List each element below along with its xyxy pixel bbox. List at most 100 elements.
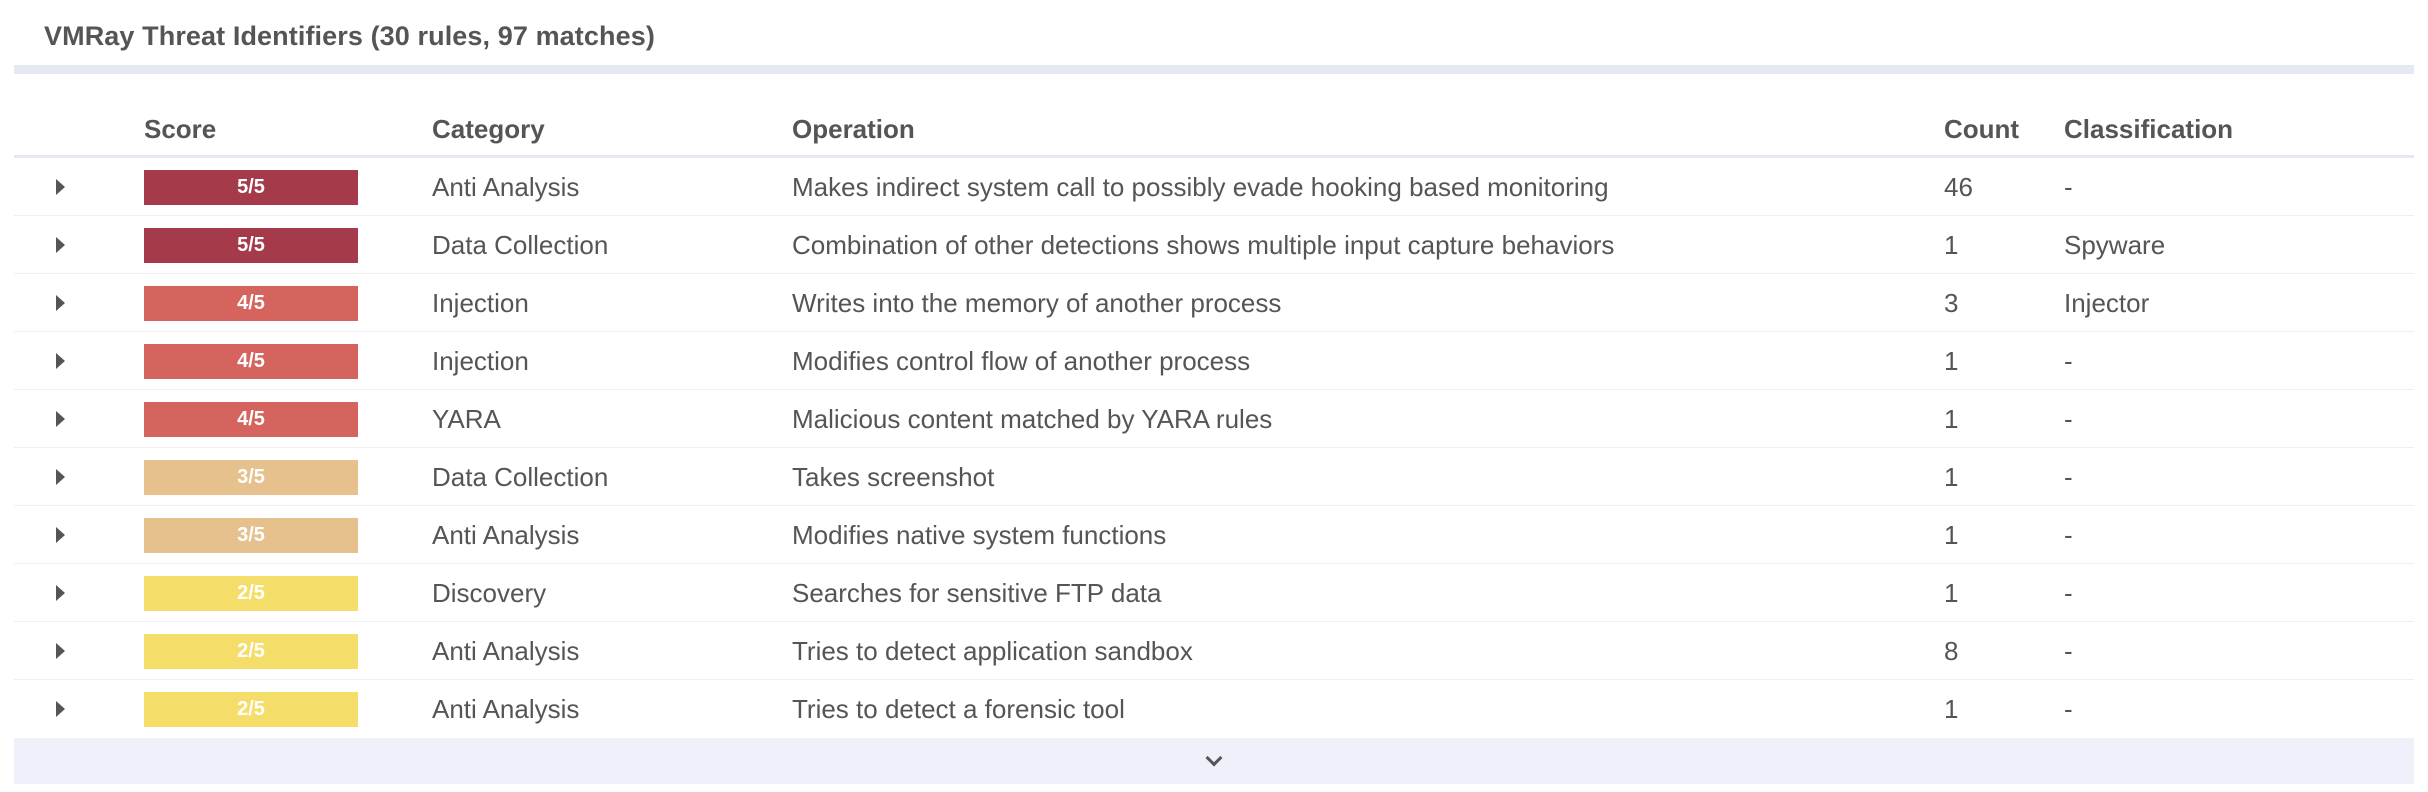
operation-cell: Tries to detect application sandbox: [792, 635, 1193, 666]
caret-right-icon[interactable]: [56, 643, 65, 659]
row-expand-toggle[interactable]: [42, 274, 82, 332]
row-expand-toggle[interactable]: [42, 332, 82, 390]
classification-cell: -: [2064, 635, 2073, 666]
score-cell: 2/5: [144, 622, 358, 680]
caret-right-icon[interactable]: [56, 237, 65, 253]
row-expand-toggle[interactable]: [42, 506, 82, 564]
caret-right-icon[interactable]: [56, 295, 65, 311]
row-expand-toggle[interactable]: [42, 158, 82, 216]
table-body: 5/5 Anti Analysis Makes indirect system …: [14, 158, 2414, 738]
caret-right-icon[interactable]: [56, 179, 65, 195]
count-cell: 1: [1944, 345, 1959, 376]
score-badge: 2/5: [144, 575, 358, 611]
classification-cell: Injector: [2064, 287, 2150, 318]
score-badge: 2/5: [144, 691, 358, 727]
count-cell: 1: [1944, 461, 1959, 492]
operation-cell: Modifies control flow of another process: [792, 345, 1251, 376]
score-badge: 4/5: [144, 343, 358, 379]
category-cell: Anti Analysis: [432, 693, 580, 724]
caret-right-icon[interactable]: [56, 353, 65, 369]
classification-cell: -: [2064, 693, 2073, 724]
operation-cell: Tries to detect a forensic tool: [792, 693, 1125, 724]
row-expand-toggle[interactable]: [42, 448, 82, 506]
score-badge: 5/5: [144, 227, 358, 263]
category-cell: Anti Analysis: [432, 519, 580, 550]
score-cell: 5/5: [144, 216, 358, 274]
caret-right-icon[interactable]: [56, 585, 65, 601]
category-cell: Data Collection: [432, 229, 609, 260]
table-row[interactable]: 4/5 Injection Writes into the memory of …: [14, 274, 2414, 332]
classification-cell: -: [2064, 345, 2073, 376]
table-row[interactable]: 4/5 Injection Modifies control flow of a…: [14, 332, 2414, 390]
column-header-operation[interactable]: Operation: [792, 114, 915, 144]
column-header-score[interactable]: Score: [144, 114, 217, 144]
score-badge: 4/5: [144, 401, 358, 437]
table-row[interactable]: 5/5 Anti Analysis Makes indirect system …: [14, 158, 2414, 216]
caret-right-icon[interactable]: [56, 527, 65, 543]
operation-cell: Takes screenshot: [792, 461, 995, 492]
score-cell: 3/5: [144, 448, 358, 506]
score-cell: 5/5: [144, 158, 358, 216]
caret-right-icon[interactable]: [56, 411, 65, 427]
row-expand-toggle[interactable]: [42, 622, 82, 680]
score-cell: 2/5: [144, 564, 358, 622]
row-expand-toggle[interactable]: [42, 564, 82, 622]
threat-identifiers-panel: VMRay Threat Identifiers (30 rules, 97 m…: [14, 0, 2414, 792]
score-badge: 3/5: [144, 517, 358, 553]
category-cell: Discovery: [432, 577, 547, 608]
category-cell: YARA: [432, 403, 501, 434]
classification-cell: -: [2064, 171, 2073, 202]
row-expand-toggle[interactable]: [42, 216, 82, 274]
panel-title: VMRay Threat Identifiers (30 rules, 97 m…: [44, 21, 655, 51]
operation-cell: Writes into the memory of another proces…: [792, 287, 1282, 318]
caret-right-icon[interactable]: [56, 701, 65, 717]
score-cell: 4/5: [144, 332, 358, 390]
row-expand-toggle[interactable]: [42, 680, 82, 738]
operation-cell: Makes indirect system call to possibly e…: [792, 171, 1609, 202]
count-cell: 1: [1944, 229, 1959, 260]
column-header-category[interactable]: Category: [432, 114, 545, 144]
category-cell: Injection: [432, 345, 529, 376]
count-cell: 1: [1944, 577, 1959, 608]
caret-right-icon[interactable]: [56, 469, 65, 485]
score-cell: 4/5: [144, 390, 358, 448]
category-cell: Injection: [432, 287, 529, 318]
count-cell: 1: [1944, 403, 1959, 434]
category-cell: Anti Analysis: [432, 635, 580, 666]
classification-cell: -: [2064, 403, 2073, 434]
table-row[interactable]: 4/5 YARA Malicious content matched by YA…: [14, 390, 2414, 448]
table-row[interactable]: 2/5 Anti Analysis Tries to detect applic…: [14, 622, 2414, 680]
score-badge: 2/5: [144, 633, 358, 669]
score-cell: 2/5: [144, 680, 358, 738]
table-row[interactable]: 2/5 Anti Analysis Tries to detect a fore…: [14, 680, 2414, 738]
show-more-bar[interactable]: [14, 738, 2414, 784]
panel-header: VMRay Threat Identifiers (30 rules, 97 m…: [14, 0, 2414, 74]
operation-cell: Malicious content matched by YARA rules: [792, 403, 1273, 434]
classification-cell: -: [2064, 577, 2073, 608]
column-header-classification[interactable]: Classification: [2064, 114, 2234, 144]
operation-cell: Searches for sensitive FTP data: [792, 577, 1162, 608]
table-row[interactable]: 5/5 Data Collection Combination of other…: [14, 216, 2414, 274]
table-row[interactable]: 3/5 Data Collection Takes screenshot 1 -: [14, 448, 2414, 506]
score-cell: 3/5: [144, 506, 358, 564]
threat-identifiers-table: Score Category Operation Count Classific…: [14, 100, 2414, 738]
table-row[interactable]: 3/5 Anti Analysis Modifies native system…: [14, 506, 2414, 564]
column-header-count[interactable]: Count: [1944, 114, 2020, 144]
chevron-down-icon[interactable]: [1205, 749, 1223, 767]
classification-cell: -: [2064, 461, 2073, 492]
row-expand-toggle[interactable]: [42, 390, 82, 448]
count-cell: 1: [1944, 693, 1959, 724]
classification-cell: Spyware: [2064, 229, 2166, 260]
count-cell: 46: [1944, 171, 1973, 202]
count-cell: 8: [1944, 635, 1959, 666]
score-badge: 4/5: [144, 285, 358, 321]
table-row[interactable]: 2/5 Discovery Searches for sensitive FTP…: [14, 564, 2414, 622]
count-cell: 1: [1944, 519, 1959, 550]
score-badge: 5/5: [144, 169, 358, 205]
operation-cell: Modifies native system functions: [792, 519, 1167, 550]
classification-cell: -: [2064, 519, 2073, 550]
operation-cell: Combination of other detections shows mu…: [792, 229, 1615, 260]
score-cell: 4/5: [144, 274, 358, 332]
category-cell: Anti Analysis: [432, 171, 580, 202]
category-cell: Data Collection: [432, 461, 609, 492]
